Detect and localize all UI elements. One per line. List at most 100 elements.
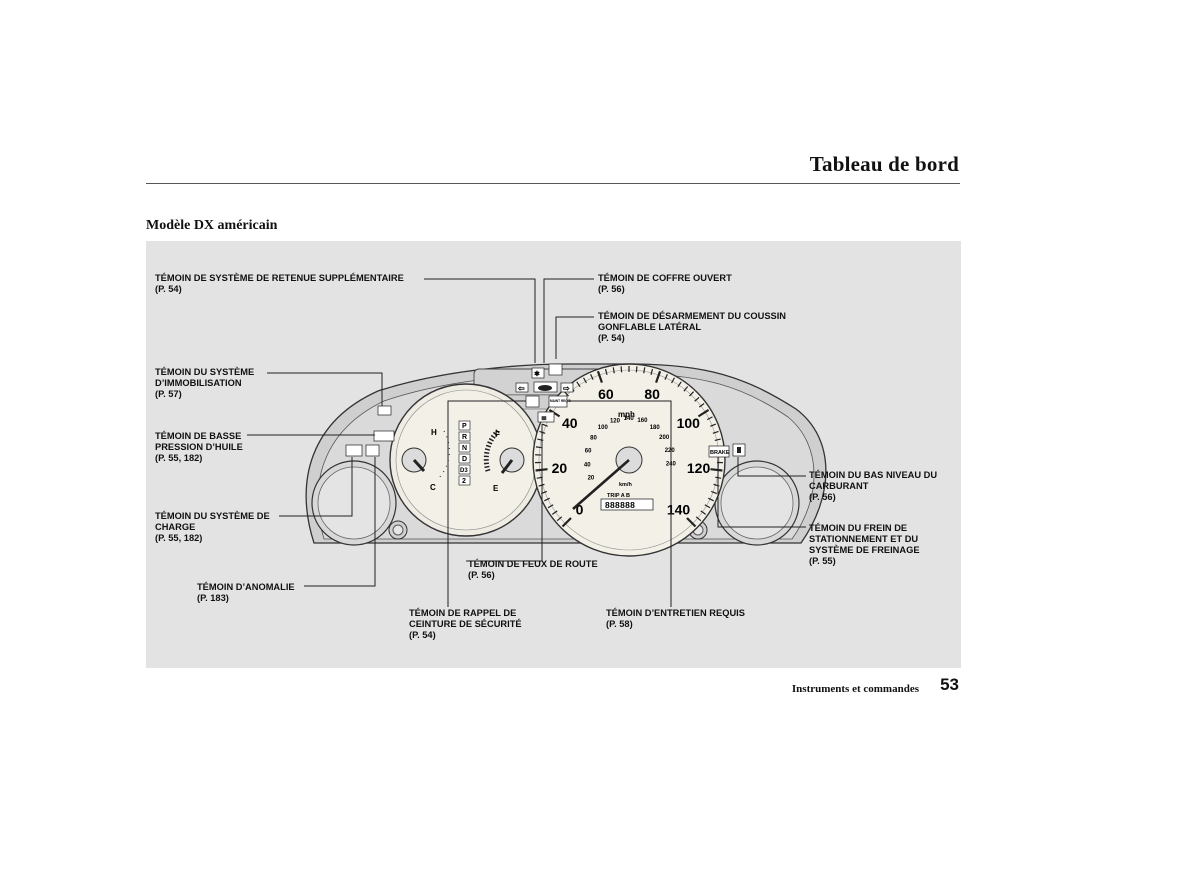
speed-tick [704,504,711,509]
callout-immobilizer: TÉMOIN DU SYSTÈME D’IMMOBILISATION (P. 5… [155,367,275,400]
callout-trunk-open-ref: (P. 56) [598,284,625,294]
charge-lamp [345,444,363,457]
callout-side-airbag-off-ref: (P. 54) [598,333,625,343]
kmh-label: 140 [624,416,635,422]
model-heading: Modèle DX américain [146,218,278,233]
speed-tick [583,377,587,384]
speed-tick [596,370,603,383]
mph-label: 100 [677,415,701,431]
callout-low-oil-pressure-label: TÉMOIN DE BASSE PRESSION D’HUILE [155,431,243,452]
callout-low-oil-pressure: TÉMOIN DE BASSE PRESSION D’HUILE (P. 55,… [155,431,255,464]
speed-tick [655,370,662,383]
speed-tick [694,396,700,402]
speed-tick [563,391,569,397]
side-airbag-off-lamp [548,363,563,376]
callout-high-beam-label: TÉMOIN DE FEUX DE ROUTE [468,559,598,569]
speed-tick [547,504,554,509]
kmh-label: 60 [585,448,592,454]
fuel-empty-label: E [493,484,499,493]
callout-srs-label: TÉMOIN DE SYSTÈME DE RETENUE SUPPLÉMENTA… [155,273,404,283]
mph-label: 40 [562,415,578,431]
callout-trunk-open: TÉMOIN DE COFFRE OUVERT (P. 56) [598,273,732,295]
callout-trunk-open-label: TÉMOIN DE COFFRE OUVERT [598,273,732,283]
high-beam-lamp [537,411,555,423]
temp-cold-label: C [430,483,436,492]
right-turn-lamp [560,382,574,393]
kmh-label: 100 [598,425,609,431]
callout-seatbelt-reminder-label: TÉMOIN DE RAPPEL DE CEINTURE DE SÉCURITÉ [409,608,522,629]
callout-immobilizer-ref: (P. 57) [155,389,182,399]
callout-parking-brake: TÉMOIN DU FREIN DE STATIONNEMENT ET DU S… [809,523,949,567]
callout-seatbelt-reminder: TÉMOIN DE RAPPEL DE CEINTURE DE SÉCURITÉ… [409,608,539,641]
brake-text: BRAKE [710,450,730,456]
speed-tick [535,446,542,449]
svg-text:≣: ≣ [541,412,547,422]
kmh-label: 220 [665,448,676,454]
kmh-label: 120 [610,418,621,424]
speed-tick [714,438,721,442]
callout-immobilizer-label: TÉMOIN DU SYSTÈME D’IMMOBILISATION [155,367,255,388]
speed-tick [710,468,723,472]
kmh-unit: km/h [619,482,632,488]
callout-side-airbag-off: TÉMOIN DE DÉSARMEMENT DU COUSSIN GONFLAB… [598,311,828,344]
page-title: Tableau de bord [809,152,959,176]
speed-tick [710,490,718,495]
callout-maintenance-required: TÉMOIN D’ENTRETIEN REQUIS (P. 58) [606,608,745,630]
speed-tick [541,423,548,427]
speed-tick [551,510,558,515]
kmh-label: 20 [588,476,595,482]
mph-label: 120 [687,460,711,476]
callout-srs: TÉMOIN DE SYSTÈME DE RETENUE SUPPLÉMENTA… [155,273,404,295]
callout-high-beam-ref: (P. 56) [468,570,495,580]
speed-tick [620,366,623,373]
callout-charging-system-label: TÉMOIN DU SYSTÈME DE CHARGE [155,511,270,532]
speed-tick [686,517,697,528]
svg-text:✱: ✱ [534,370,540,378]
speed-tick [708,497,714,502]
speed-tick [712,430,719,434]
speed-tick [695,516,702,522]
speed-tick [590,373,594,380]
left-turn-lamp [515,382,529,393]
speed-tick [561,517,572,528]
gear-d3: D3 [460,468,468,474]
speed-tick [612,367,615,374]
speed-needle [572,459,630,510]
speed-tick [671,377,675,384]
gear-2: 2 [462,478,466,485]
callout-low-fuel-ref: (P. 56) [809,492,836,502]
kmh-label: 40 [584,462,591,468]
speed-tick [677,381,682,388]
immobilizer-lamp [377,405,392,416]
kmh-label: 180 [650,425,661,431]
callout-parking-brake-ref: (P. 55) [809,556,836,566]
callout-malfunction-ref: (P. 183) [197,593,229,603]
speed-tick [697,409,710,418]
srs-lamp [531,367,545,379]
mph-unit: mph [618,410,635,419]
callout-malfunction: TÉMOIN D’ANOMALIE (P. 183) [197,582,295,604]
footer-section-title: Instruments et commandes [791,683,919,695]
speed-tick [650,368,654,375]
speed-tick [689,391,695,397]
speed-tick [635,366,638,373]
speed-tick [556,516,563,522]
speed-tick [576,381,581,388]
title-rule [146,183,960,184]
odometer-digits: 888888 [605,500,635,510]
temp-hot-label: H [431,428,437,437]
gear-n: N [462,445,467,452]
fuel-full-label: F [495,430,500,439]
callout-charging-system: TÉMOIN DU SYSTÈME DE CHARGE (P. 55, 182) [155,511,285,544]
kmh-label: 200 [659,435,670,441]
kmh-label: 80 [590,436,597,442]
callout-maintenance-required-label: TÉMOIN D’ENTRETIEN REQUIS [606,608,745,618]
callout-low-fuel-label: TÉMOIN DU BAS NIVEAU DU CARBURANT [809,470,938,491]
malfunction-lamp [365,444,380,457]
speed-tick [664,373,668,380]
callout-srs-ref: (P. 54) [155,284,182,294]
trip-label: TRIP A B [607,493,630,499]
mph-label: 0 [576,501,584,517]
callout-low-fuel: TÉMOIN DU BAS NIVEAU DU CARBURANT (P. 56… [809,470,939,503]
